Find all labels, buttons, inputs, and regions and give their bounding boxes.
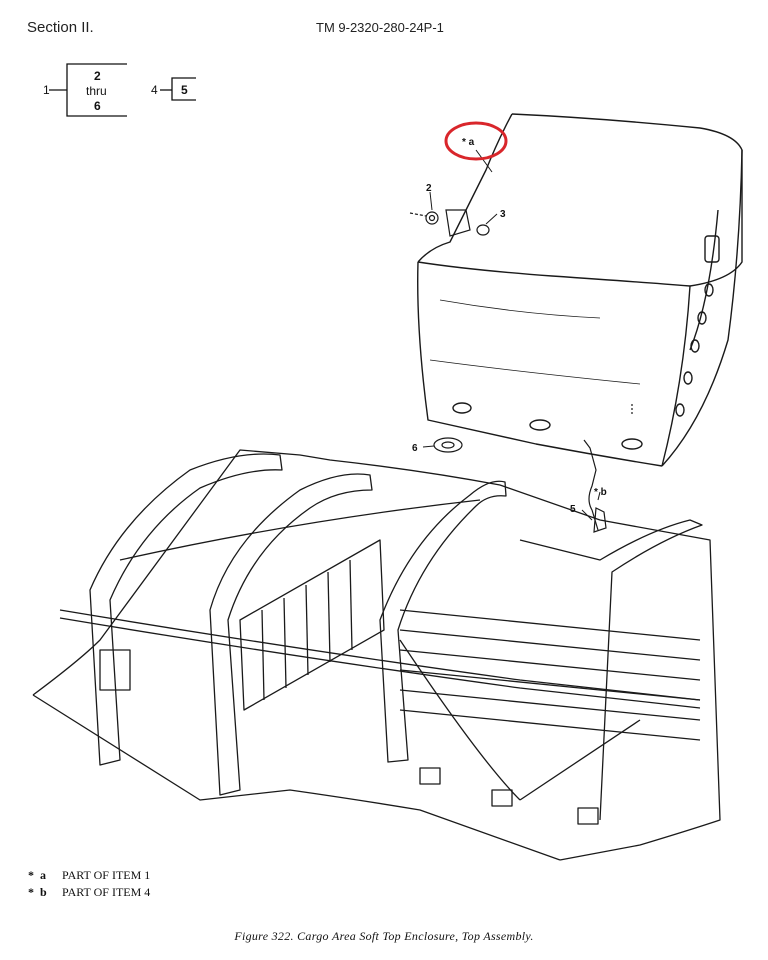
callout-5: 5 (570, 504, 576, 515)
hierarchy-child-start: 2 (94, 69, 101, 83)
callout-note-a: * a (462, 137, 475, 148)
hierarchy-thru: thru (86, 84, 107, 98)
hierarchy-sub-child: 5 (181, 83, 188, 97)
callout-2: 2 (426, 183, 432, 194)
note-a-letter: a (40, 868, 46, 882)
note-a-text: PART OF ITEM 1 (62, 868, 151, 882)
hierarchy-child-end: 6 (94, 99, 101, 113)
soft-top-canvas (417, 113, 743, 467)
note-b-letter: b (40, 885, 47, 899)
section-label: Section II. (27, 19, 94, 36)
callout-6: 6 (412, 443, 418, 454)
figure-caption: Figure 322. Cargo Area Soft Top Enclosur… (234, 929, 534, 943)
hierarchy-sub-parent: 4 (151, 83, 158, 97)
hierarchy-parent: 1 (43, 83, 50, 97)
callout-note-b: * b (594, 487, 607, 498)
cargo-frame (32, 449, 721, 861)
tm-number: TM 9-2320-280-24P-1 (316, 20, 444, 35)
bracket-hardware (409, 209, 490, 237)
note-b: * b PART OF ITEM 4 (28, 885, 150, 900)
highlight-circle (444, 121, 508, 161)
note-a-star: * (28, 868, 34, 882)
note-a: * a PART OF ITEM 1 (28, 868, 150, 883)
note-b-text: PART OF ITEM 4 (62, 885, 151, 899)
callout-leaders (422, 149, 601, 521)
strap-hook-assembly (433, 404, 633, 533)
note-b-star: * (28, 885, 34, 899)
callout-3: 3 (500, 209, 506, 220)
hierarchy-diagram (49, 63, 196, 117)
